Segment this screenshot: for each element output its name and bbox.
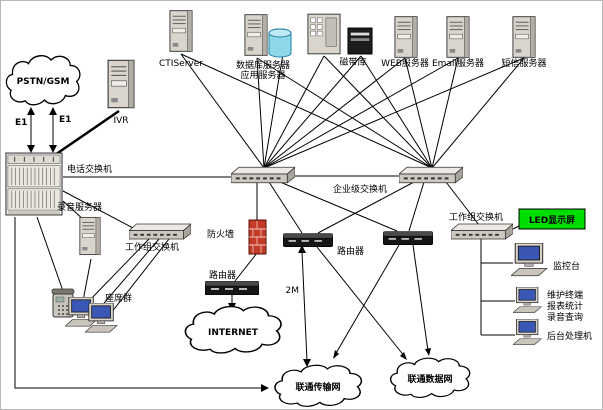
label-db-server-line2: 应用服务器 [240,69,285,81]
label-web-server: WEB服务器 [381,57,429,69]
label-router-left: 路由器 [209,269,236,281]
label-2m-bandwidth: 2M [286,286,300,296]
led-display-label: LED显示屏 [529,215,575,226]
label-unicom-transport: 联通传输网 [295,381,340,393]
tape-library-icon [307,13,341,55]
label-workgroup-switch-right: 工作组交换机 [449,211,503,223]
connection-lines [14,53,526,389]
label-tape-library: 磁带库 [339,56,366,68]
web-server-icon [394,16,418,58]
label-console: 监控台 [553,260,580,272]
console-computer-icon [511,243,548,277]
label-agent-group: 座席群 [105,292,132,304]
cti-server-icon [169,10,193,52]
label-db-server-line1: 数据库服务器 [236,59,290,71]
label-router-mid: 路由器 [337,245,364,257]
label-ivr: IVR [113,116,128,126]
label-firewall: 防火墙 [207,228,234,240]
recording-server-icon [79,216,101,256]
label-unicom-data: 联通数据网 [407,373,452,385]
led-display: LED显示屏 [518,208,586,230]
label-cti-server: CTIServer [159,59,203,69]
icons: LED显示屏 [5,10,586,408]
pbx-rack-icon [5,152,63,216]
router-mid-1-icon [283,233,333,247]
router-left-icon [205,281,259,295]
arrowheads [27,107,431,392]
label-backend: 后台处理机 [547,330,592,342]
email-server-icon [446,16,470,58]
label-e1-right: E1 [59,115,71,125]
label-enterprise-switch: 企业级交换机 [333,183,387,195]
router-mid-2-icon [383,231,433,245]
enterprise-switch-2-icon [399,166,463,184]
workgroup-switch-left-icon [129,223,191,240]
database-server-icon [244,14,268,56]
label-maint-line2: 报表统计 [547,300,583,312]
ivr-server-icon [107,59,135,109]
sms-server-icon [512,16,536,58]
label-workgroup-switch-left: 工作组交换机 [125,241,179,253]
firewall-icon [248,219,267,255]
agent-computer-2-icon [85,303,118,333]
backend-computer-icon [513,319,542,345]
maintenance-computer-icon [513,287,542,313]
label-pbx: 电话交换机 [67,163,112,175]
label-maint-line1: 维护终端 [547,289,583,301]
workgroup-switch-right-icon [451,223,513,240]
label-recording-server: 录音服务器 [57,201,102,213]
label-maint-line3: 录音查询 [547,311,583,323]
storage-unit-icon [347,27,373,55]
label-internet: INTERNET [208,328,259,338]
label-e1-left: E1 [15,118,27,128]
database-cylinder-icon [268,28,292,58]
label-pstn-gsm: PSTN/GSM [17,77,70,87]
label-sms-server: 短信服务器 [501,57,546,69]
enterprise-switch-1-icon [231,166,295,184]
label-email-server: Email服务器 [432,57,484,69]
labels: PSTN/GSM E1 E1 CTIServer 数据库服务器 应用服务器 磁带… [15,56,592,393]
